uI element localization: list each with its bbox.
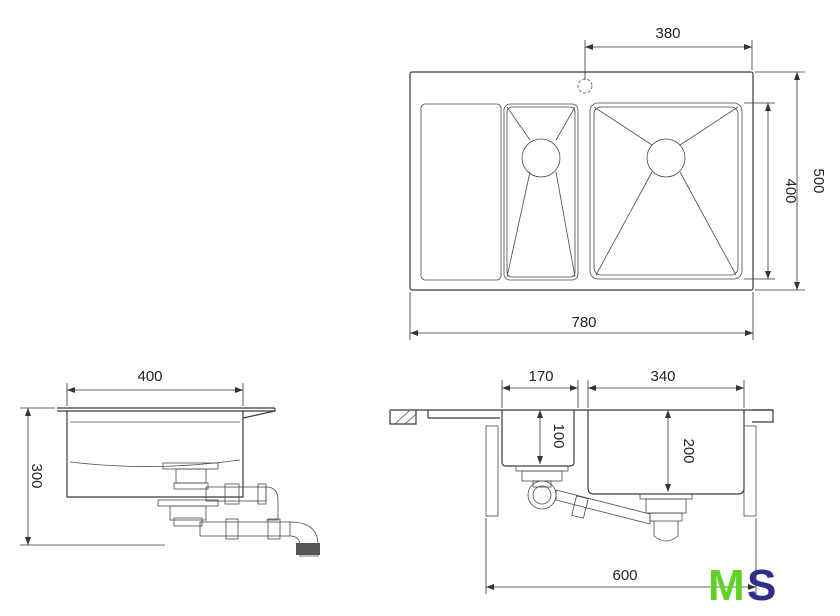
dim-large-bowl-width: 340 [650, 368, 675, 385]
dim-small-bowl-width: 170 [528, 368, 553, 385]
sink-outline [409, 71, 754, 291]
dim-large-bowl-depth: 200 [680, 438, 697, 463]
dim-bowl-depth: 400 [782, 178, 799, 203]
small-bowl [503, 103, 579, 281]
dim-tap-offset: 380 [655, 25, 680, 42]
dim-total-width: 780 [571, 314, 596, 331]
drainboard [420, 103, 502, 281]
large-drain-icon [646, 138, 686, 178]
dim-side-height: 300 [28, 463, 45, 488]
front-section: 170 340 100 200 600 [389, 368, 774, 594]
dim-total-depth: 500 [810, 168, 827, 193]
logo-letter-m: M [708, 561, 745, 610]
small-drain-icon [521, 138, 561, 178]
ms-logo: M S [708, 561, 776, 610]
logo-letter-s: S [747, 561, 776, 610]
side-view: 400 300 [20, 368, 320, 557]
cabinet-left-wall [485, 425, 499, 517]
large-bowl [589, 102, 743, 280]
hose-outlet [296, 543, 320, 555]
tap-hole-icon [577, 78, 593, 94]
top-view: 380 780 400 500 [409, 25, 827, 340]
dim-cabinet-width: 600 [612, 567, 637, 584]
cabinet-right-wall [743, 425, 757, 517]
dim-side-bowl-width: 400 [137, 368, 162, 385]
dim-small-bowl-depth: 100 [550, 423, 567, 448]
